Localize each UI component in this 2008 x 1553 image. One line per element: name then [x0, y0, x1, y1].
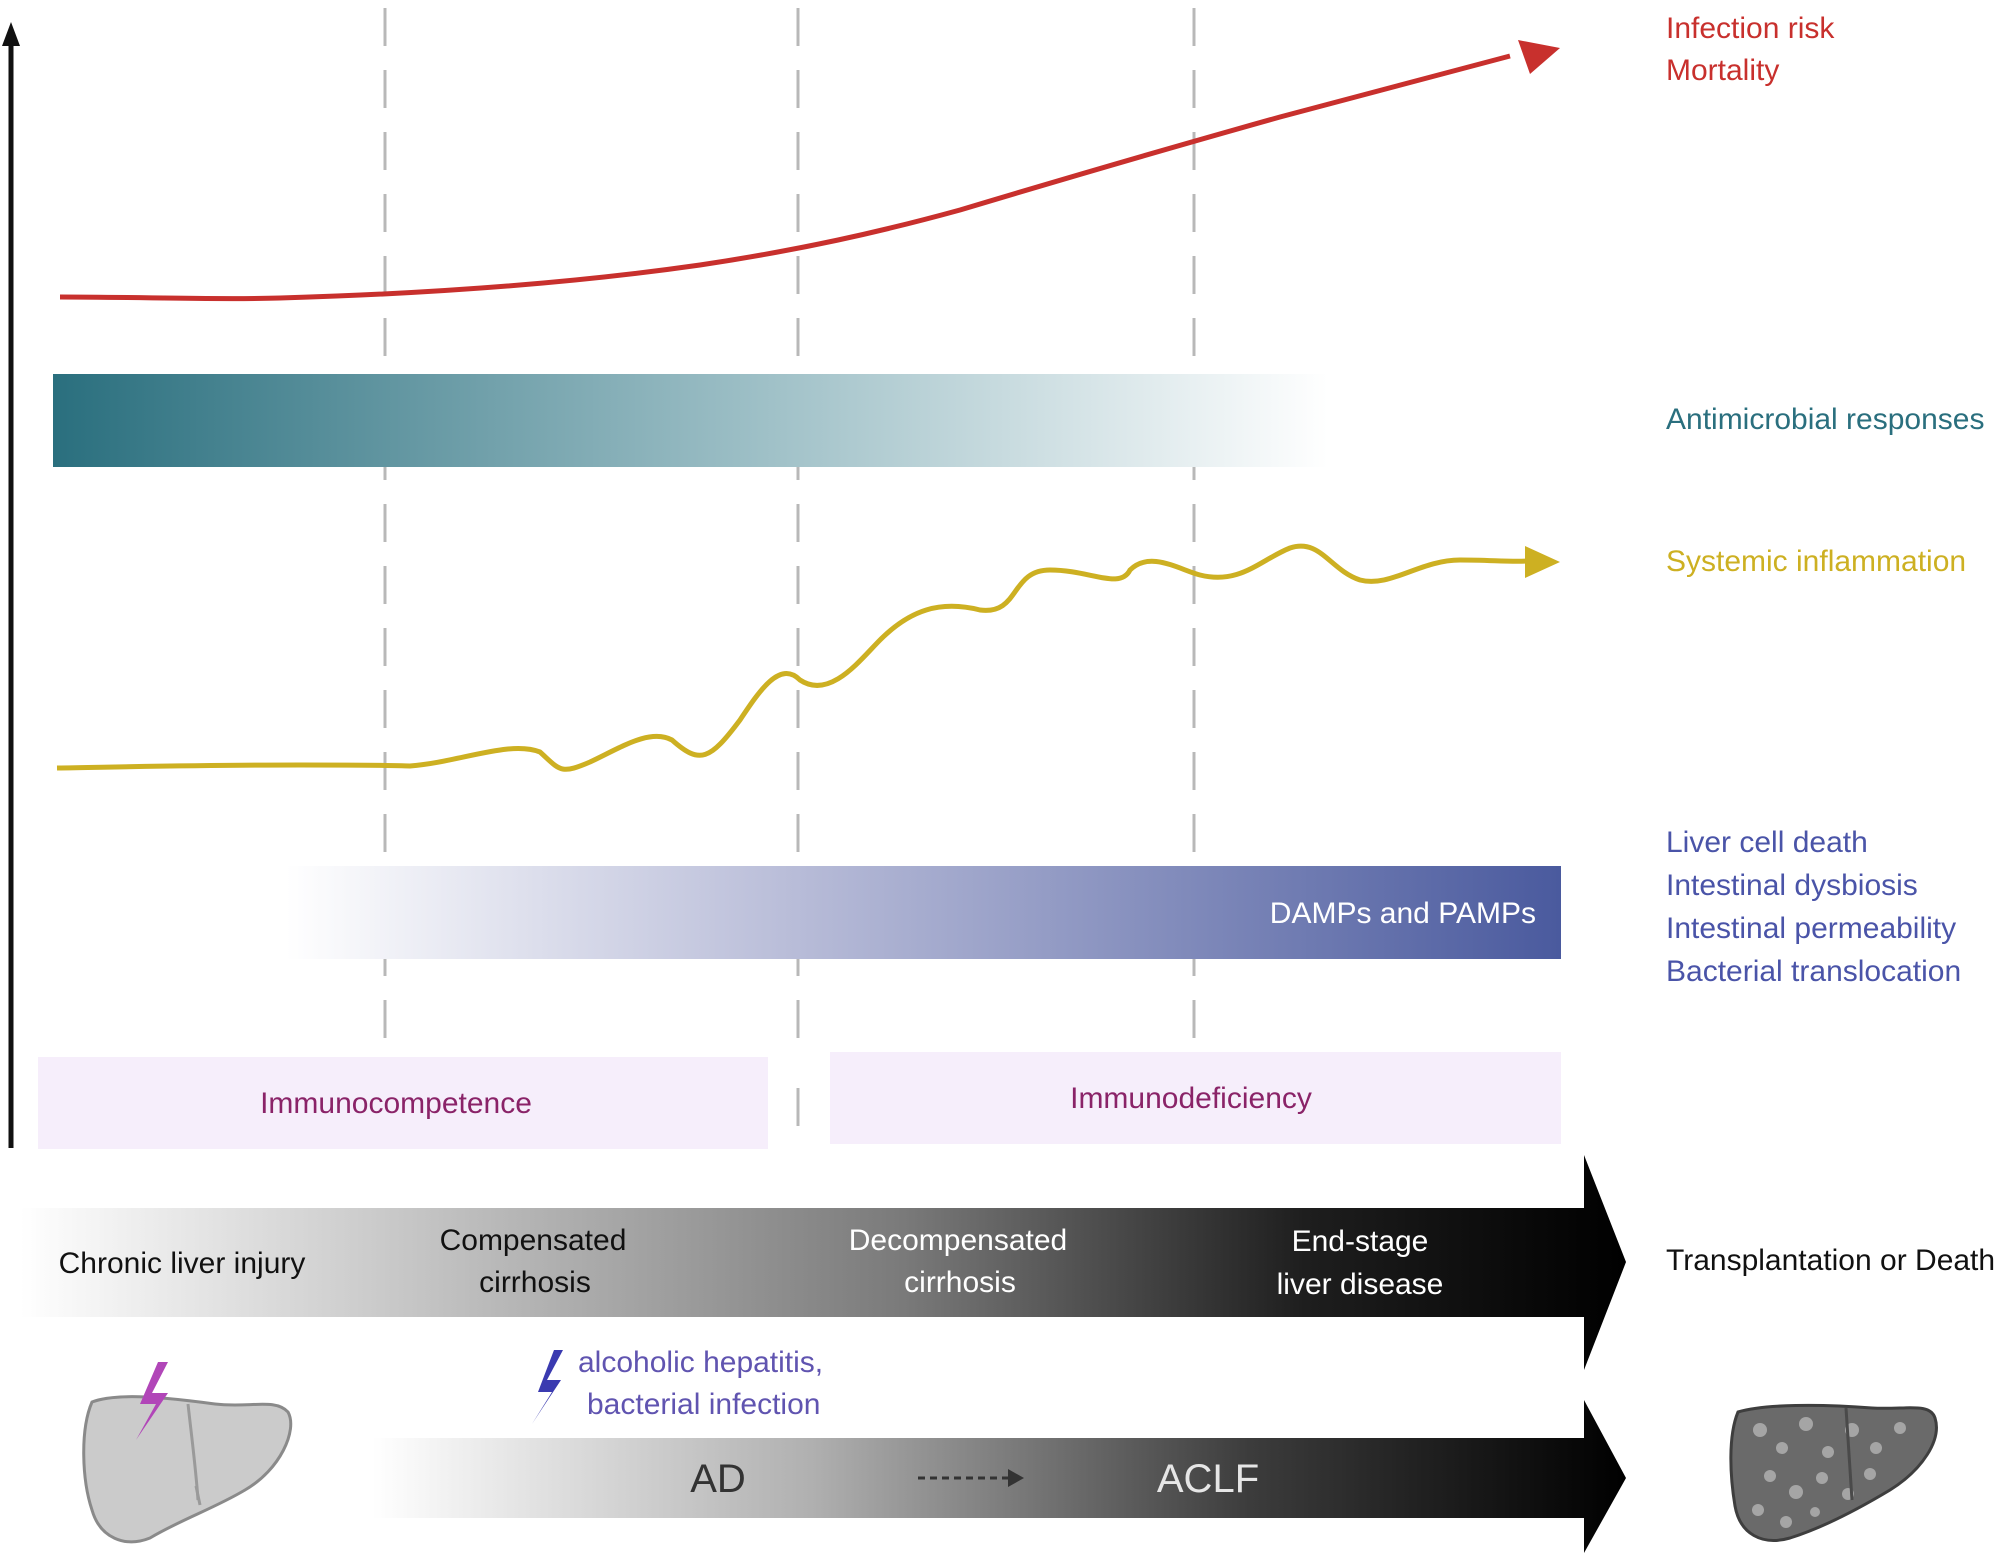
stage-compensated-line2: cirrhosis — [479, 1266, 591, 1299]
lightning-bolt-icon — [532, 1350, 563, 1424]
progression-dotted-arrow — [918, 1469, 1024, 1487]
ad-label: AD — [690, 1457, 746, 1501]
acute-decompensation-arrow — [372, 1400, 1626, 1553]
driver-intestinal-dysbiosis: Intestinal dysbiosis — [1666, 869, 1918, 902]
cirrhotic-liver-icon — [1729, 1403, 1938, 1542]
healthy-liver-icon — [82, 1395, 293, 1544]
antimicrobial-responses-label: Antimicrobial responses — [1666, 403, 1984, 436]
immunocompetence-label: Immunocompetence — [260, 1087, 532, 1120]
trigger-line1: alcoholic hepatitis, — [578, 1346, 823, 1379]
stage-compensated-line1: Compensated — [440, 1224, 627, 1257]
systemic-inflammation-label: Systemic inflammation — [1666, 545, 1966, 578]
stage-decompensated-line1: Decompensated — [849, 1224, 1067, 1257]
immunodeficiency-box — [830, 1052, 1561, 1144]
driver-bacterial-translocation: Bacterial translocation — [1666, 955, 1961, 988]
y-axis-arrow — [2, 22, 20, 1148]
stage-end-stage-line1: End-stage — [1292, 1225, 1429, 1258]
driver-liver-cell-death: Liver cell death — [1666, 826, 1868, 859]
injury-lightning-icon — [136, 1362, 168, 1440]
stage-end-stage-line2: liver disease — [1277, 1268, 1444, 1301]
outcome-label: Transplantation or Death — [1666, 1244, 1995, 1277]
stage-chronic-liver-injury: Chronic liver injury — [59, 1247, 306, 1280]
damps-pamps-label: DAMPs and PAMPs — [1270, 897, 1536, 930]
aclf-label: ACLF — [1157, 1457, 1259, 1501]
trigger-line2: bacterial infection — [587, 1388, 820, 1421]
infection-risk-label: Infection risk — [1666, 12, 1835, 45]
stage-decompensated-line2: cirrhosis — [904, 1266, 1016, 1299]
infection-risk-curve — [59, 40, 1560, 302]
immunocompetence-box — [38, 1057, 768, 1149]
antimicrobial-responses-bar — [53, 374, 1328, 467]
disease-stage-arrow — [20, 1155, 1626, 1370]
damps-pamps-bar — [286, 866, 1561, 959]
stage-separators — [383, 8, 1196, 1140]
systemic-inflammation-curve — [56, 543, 1560, 772]
immunodeficiency-label: Immunodeficiency — [1070, 1082, 1312, 1115]
driver-intestinal-permeability: Intestinal permeability — [1666, 912, 1956, 945]
mortality-label: Mortality — [1666, 54, 1779, 87]
